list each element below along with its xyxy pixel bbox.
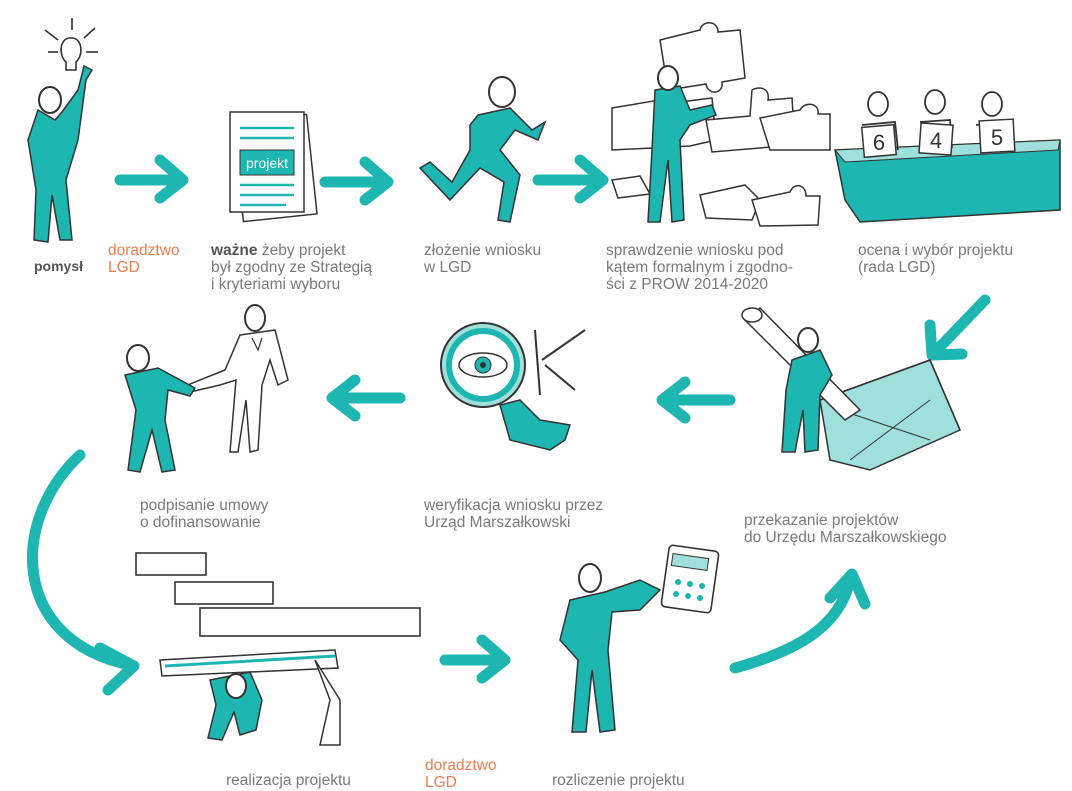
label-settle: rozliczenie projektu [552,772,685,789]
label-doc-rule: ważne żeby projekt był zgodny ze Strateg… [211,242,373,293]
score-3: 5 [991,125,1003,150]
label-advice-2: doradztwo LGD [425,757,497,791]
label-advice-1: doradztwo LGD [108,242,180,276]
label-submit: złożenie wniosku w LGD [424,242,542,276]
arrow-1 [114,154,189,204]
arrow-4 [924,294,991,361]
handshake-icon [124,304,289,473]
arrow-9 [729,568,871,674]
arrow-2 [319,156,394,206]
label-jury: ocena i wybór projektu (rada LGD) [858,242,1014,276]
running-person-icon [418,76,547,223]
arrow-5 [656,376,736,424]
arrow-6 [326,374,406,422]
label-check: sprawdzenie wniosku pod kątem formalnym … [606,242,793,293]
label-idea: pomysł [34,258,84,274]
important-word: ważne [211,242,258,259]
gantt-person-icon [135,552,421,746]
calculator-person-icon [559,544,720,733]
jury-icon: 6 4 5 [833,89,1061,223]
arrow-3 [532,154,609,204]
label-realize: realizacja projektu [226,772,351,789]
person-lightbulb-icon [27,18,98,243]
magnifier-ok-icon [440,322,586,451]
label-verify: weryfikacja wniosku przez Urząd Marszałk… [424,497,604,531]
arrow-7 [27,449,140,696]
puzzle-icon [611,22,831,227]
document-icon: projekt [229,111,318,223]
score-2: 4 [930,128,942,153]
arrow-8 [439,634,511,684]
score-1: 6 [873,130,885,155]
box-icon [741,306,961,471]
label-transfer: przekazanie projektów do Urzędu Marszałk… [744,512,947,546]
label-sign: podpisanie umowy o dofinansowanie [140,497,269,531]
doc-label: projekt [246,155,288,171]
